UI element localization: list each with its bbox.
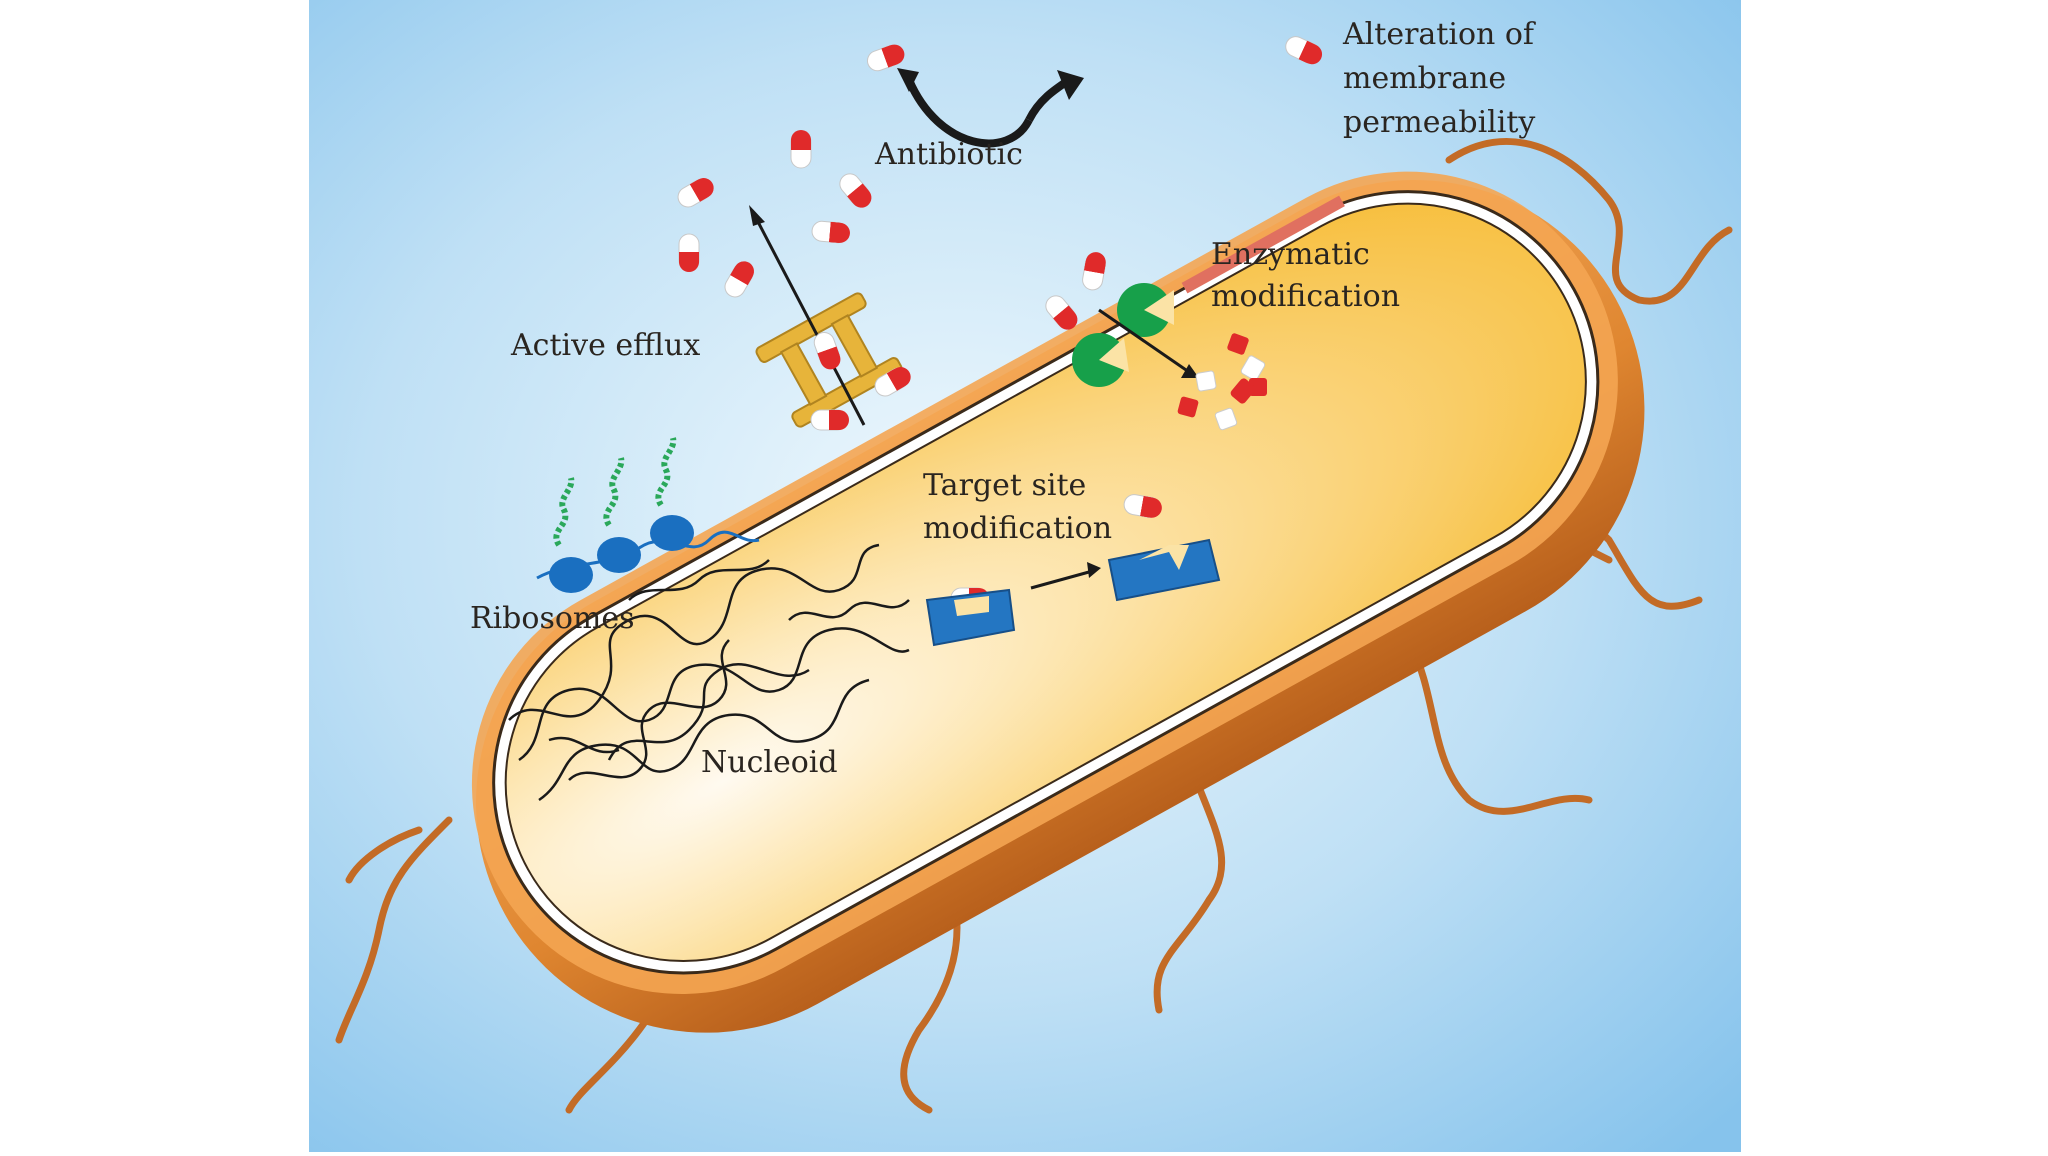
efflux-arrow	[754, 217, 866, 426]
labels: Antibiotic Active efflux Alteration of m…	[470, 17, 1536, 780]
target-site-original	[925, 588, 1016, 647]
label-enzymatic-line2: modification	[1211, 279, 1400, 314]
target-arrow	[1030, 570, 1090, 590]
label-alteration-line1: Alteration of	[1342, 17, 1536, 52]
label-alteration-line2: membrane	[1343, 61, 1506, 96]
nucleoid	[508, 543, 910, 802]
diagram-panel: Antibiotic Active efflux Alteration of m…	[309, 0, 1741, 1152]
label-target-line1: Target site	[923, 468, 1086, 503]
cytoplasm	[504, 202, 1587, 963]
label-enzymatic-line1: Enzymatic	[1211, 237, 1370, 272]
label-nucleoid: Nucleoid	[701, 745, 838, 780]
arrowhead	[1181, 364, 1199, 378]
bacterial-resistance-diagram: Antibiotic Active efflux Alteration of m…	[309, 0, 1741, 1152]
arrowhead	[1057, 70, 1084, 100]
ribosomes	[536, 437, 760, 593]
enzymatic-arrow	[1098, 308, 1190, 374]
label-antibiotic: Antibiotic	[874, 137, 1023, 172]
arrowhead	[749, 205, 765, 226]
target-site-modified	[1107, 538, 1221, 602]
label-alteration-line3: permeability	[1343, 105, 1535, 140]
enzyme-mouths	[1099, 290, 1174, 372]
label-target-line2: modification	[923, 511, 1112, 546]
altered-membrane-segment	[1181, 195, 1345, 294]
label-ribosomes: Ribosomes	[470, 601, 635, 636]
arrowhead	[1087, 562, 1101, 578]
degraded-antibiotic	[1177, 333, 1267, 431]
arrowhead	[897, 68, 919, 92]
label-active-efflux: Active efflux	[510, 328, 700, 363]
